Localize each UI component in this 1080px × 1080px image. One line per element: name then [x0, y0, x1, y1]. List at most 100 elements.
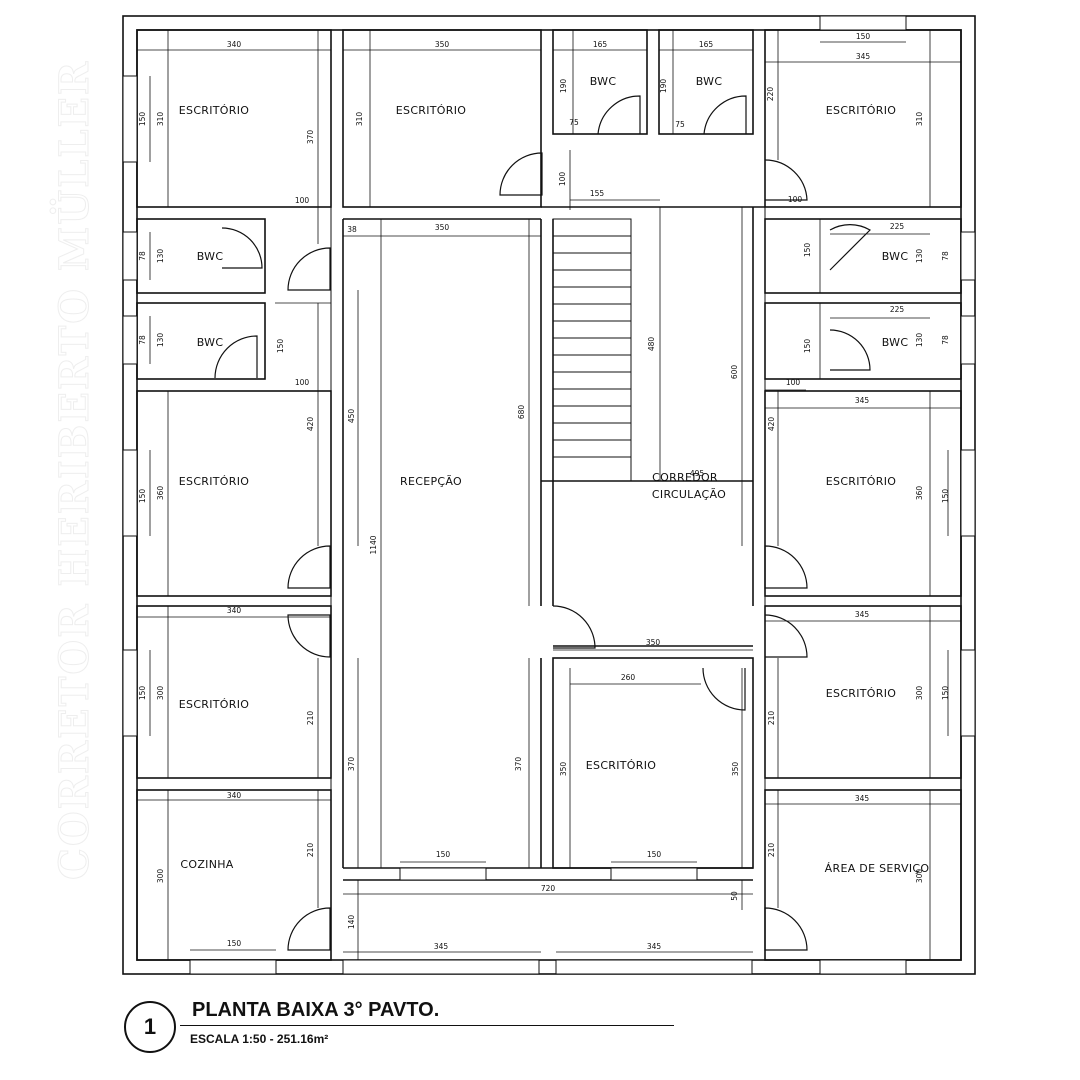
room-label-bwc-w2: BWC: [197, 336, 224, 349]
dim-label: 150: [276, 339, 285, 354]
room-label-escritorio-center: ESCRITÓRIO: [586, 759, 656, 772]
dim-label: 300: [915, 869, 924, 884]
dim-label: 155: [590, 189, 605, 198]
dim-label: 345: [647, 942, 662, 951]
dim-label: 75: [675, 120, 685, 129]
dim-label: 78: [941, 335, 950, 345]
dim-label: 150: [803, 339, 812, 354]
dim-label: 165: [593, 40, 608, 49]
dim-label: 100: [788, 195, 803, 204]
room-label-recepcao: RECEPÇÃO: [400, 475, 462, 488]
room-label-escritorio-w-mid: ESCRITÓRIO: [179, 475, 249, 488]
dim-label: 360: [156, 486, 165, 501]
dim-label: 345: [855, 396, 870, 405]
dim-label: 150: [138, 686, 147, 701]
dim-label: 210: [767, 711, 776, 726]
room-label-bwc-n1: BWC: [590, 75, 617, 88]
dim-label: 130: [915, 333, 924, 348]
room-label-corredor: CORREDOR: [652, 471, 718, 484]
dim-label: 260: [621, 673, 636, 682]
dim-label: 370: [514, 757, 523, 772]
room-label-escritorio-ne: ESCRITÓRIO: [826, 104, 896, 117]
dimension-lines: [137, 30, 961, 960]
dim-label: 130: [156, 333, 165, 348]
dim-label: 50: [730, 891, 739, 901]
dim-label: 140: [347, 915, 356, 930]
drawing-scale: ESCALA 1:50 - 251.16m²: [190, 1032, 329, 1046]
dim-label: 345: [434, 942, 449, 951]
staircase: [552, 218, 632, 482]
dim-label: 350: [646, 638, 661, 647]
doors: [214, 95, 871, 951]
dim-label: 350: [435, 40, 450, 49]
room-labels: ESCRITÓRIO ESCRITÓRIO BWC BWC ESCRITÓRIO…: [179, 75, 930, 875]
dim-label: 38: [347, 225, 357, 234]
dim-label: 78: [138, 335, 147, 345]
dim-label: 225: [890, 222, 905, 231]
dim-label: 100: [295, 196, 310, 205]
outer-wall: [122, 15, 976, 975]
dim-label: 420: [306, 417, 315, 432]
room-label-circulacao: CIRCULAÇÃO: [652, 488, 726, 501]
title-block: 1 PLANTA BAIXA 3° PAVTO. ESCALA 1:50 - 2…: [124, 997, 684, 1057]
dim-label: 78: [941, 251, 950, 261]
dim-label: 370: [306, 130, 315, 145]
dim-label: 480: [647, 337, 656, 352]
dim-label: 150: [138, 112, 147, 127]
dim-label: 350: [559, 762, 568, 777]
dim-label: 300: [915, 686, 924, 701]
room-label-bwc-e1: BWC: [882, 250, 909, 263]
dim-label: 100: [558, 172, 567, 187]
dim-label: 345: [856, 52, 871, 61]
room-label-escritorio-w-low: ESCRITÓRIO: [179, 698, 249, 711]
dim-label: 370: [347, 757, 356, 772]
drawing-number-circle: 1: [124, 1001, 176, 1053]
dim-label: 210: [306, 843, 315, 858]
dim-label: 100: [295, 378, 310, 387]
room-label-escritorio-nw: ESCRITÓRIO: [179, 104, 249, 117]
dim-label: 360: [915, 486, 924, 501]
dim-label: 220: [766, 87, 775, 102]
dim-label: 100: [786, 378, 801, 387]
dim-label: 300: [156, 686, 165, 701]
watermark-text: CORRETOR HERIBERTO MÜLLER: [51, 60, 98, 880]
dim-label: 720: [541, 884, 556, 893]
title-underline: [180, 1025, 674, 1026]
dim-label: 210: [767, 843, 776, 858]
interior-walls: [136, 29, 962, 961]
dim-label: 600: [730, 365, 739, 380]
dim-label: 150: [647, 850, 662, 859]
dim-label: 150: [803, 243, 812, 258]
inner-perimeter: [136, 29, 962, 961]
room-label-cozinha: COZINHA: [180, 858, 233, 871]
dim-label: 350: [435, 223, 450, 232]
dim-label: 150: [856, 32, 871, 41]
dim-label: 495: [690, 469, 705, 478]
dim-label: 150: [138, 489, 147, 504]
dim-label: 310: [156, 112, 165, 127]
room-label-area-servico: ÁREA DE SERVIÇO: [825, 862, 930, 875]
dim-label: 225: [890, 305, 905, 314]
dim-label: 1140: [369, 535, 378, 554]
room-label-escritorio-e-mid: ESCRITÓRIO: [826, 475, 896, 488]
dim-label: 150: [436, 850, 451, 859]
dim-label: 310: [915, 112, 924, 127]
dim-label: 190: [659, 79, 668, 94]
dim-label: 420: [767, 417, 776, 432]
dim-label: 150: [941, 489, 950, 504]
dim-label: 300: [156, 869, 165, 884]
room-label-bwc-n2: BWC: [696, 75, 723, 88]
dim-label: 150: [941, 686, 950, 701]
dim-label: 340: [227, 791, 242, 800]
dim-label: 150: [227, 939, 242, 948]
dim-label: 310: [355, 112, 364, 127]
dim-label: 130: [156, 249, 165, 264]
dim-label: 130: [915, 249, 924, 264]
windows: [122, 15, 976, 975]
dim-label: 680: [517, 405, 526, 420]
drawing-title: PLANTA BAIXA 3° PAVTO.: [192, 999, 440, 1021]
dim-label: 345: [855, 610, 870, 619]
dim-label: 75: [569, 118, 579, 127]
dim-label: 165: [699, 40, 714, 49]
